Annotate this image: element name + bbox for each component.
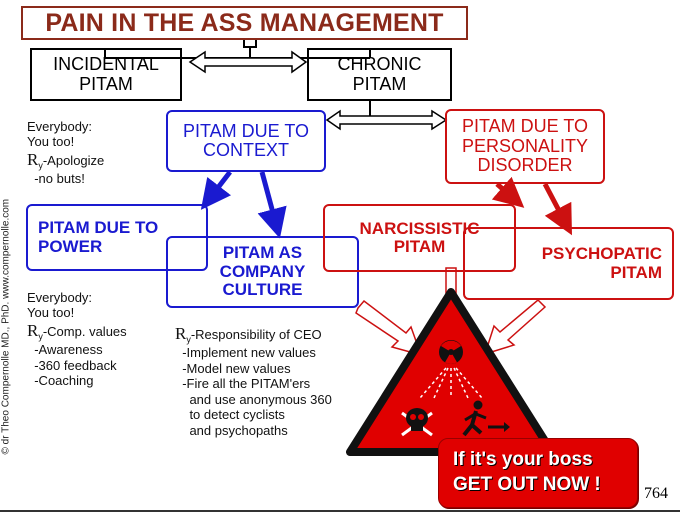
arrow-context-power — [200, 170, 232, 210]
boss-line2: GET OUT NOW ! — [453, 474, 601, 495]
skull-icon — [401, 408, 433, 437]
culture-label-line3: CULTURE — [222, 280, 303, 300]
power-notes: Everybody:You too!Ry-Comp. values -Aware… — [27, 289, 127, 389]
hollow-arrow-right — [483, 298, 547, 356]
rx-symbol: R — [175, 323, 187, 343]
chronic-label-line1: CHRONIC — [337, 54, 422, 75]
note-line: -Apologize — [42, 152, 105, 168]
note-line: Everybody: — [27, 118, 93, 134]
incidental-notes: Everybody:You too!Ry-Apologize -no buts! — [27, 118, 105, 187]
culture-notes: Ry-Responsibility of CEO -Implement new … — [175, 323, 332, 438]
rx-symbol: R — [27, 149, 39, 169]
boss-warning-callout: If it's your boss GET OUT NOW ! — [438, 438, 638, 508]
note-line: -360 feedback — [27, 357, 117, 373]
narcissistic-label-line1: NARCISSISTIC — [359, 218, 480, 238]
hollow-arrow-left — [355, 299, 423, 357]
personality-label-line1: PITAM DUE TO — [461, 116, 588, 137]
note-line: -Awareness — [27, 342, 103, 358]
running-man-icon — [462, 400, 510, 437]
bottom-divider — [0, 510, 680, 512]
chronic-label-line2: PITAM — [352, 73, 407, 94]
context-label-line1: PITAM DUE TO — [182, 120, 310, 141]
culture-label-line2: COMPANY — [219, 261, 306, 281]
double-arrow-context-personality — [325, 109, 448, 131]
double-arrow-incidental-chronic — [188, 50, 308, 74]
psychopathic-label-line2: PITAM — [610, 262, 662, 282]
note-line: and psychopaths — [175, 422, 288, 438]
note-line: -Responsibility of CEO — [190, 326, 322, 342]
note-line: Everybody: — [27, 289, 93, 305]
copyright-text: © dr Theo Compernolle MD., PhD. www.comp… — [0, 198, 12, 455]
note-line: -Coaching — [27, 373, 94, 389]
note-line: and use anonymous 360 — [175, 391, 332, 407]
power-label-line1: PITAM DUE TO — [38, 218, 159, 238]
note-line: -Model new values — [175, 360, 291, 376]
incidental-label-line1: INCIDENTAL — [53, 54, 159, 75]
note-line: -no buts! — [27, 171, 85, 187]
note-line: to detect cyclists — [175, 407, 285, 423]
power-label-line2: POWER — [38, 236, 103, 256]
boss-line1: If it's your boss — [453, 449, 593, 471]
arrow-personality-narcissistic — [491, 176, 525, 208]
note-line: -Comp. values — [42, 323, 127, 339]
incidental-label-line2: PITAM — [79, 73, 133, 94]
note-line: You too! — [27, 305, 75, 321]
radiation-icon — [439, 340, 463, 364]
note-line: You too! — [27, 134, 75, 150]
page-title: PAIN IN THE ASS MANAGEMENT — [21, 6, 468, 40]
personality-label-line3: DISORDER — [477, 155, 573, 176]
note-line: -Fire all the PITAM'ers — [175, 376, 311, 392]
culture-label-line1: PITAM AS — [222, 243, 303, 263]
note-line: -Implement new values — [175, 344, 316, 360]
narcissistic-label-line2: PITAM — [393, 237, 446, 256]
personality-label-line2: PERSONALITY — [461, 135, 589, 156]
rx-symbol: R — [27, 320, 39, 340]
slide-number: 764 — [644, 485, 668, 502]
arrow-personality-psychopathic — [542, 182, 572, 236]
psychopathic-label-line1: PSYCHOPATIC — [541, 244, 662, 264]
arrow-context-culture — [257, 171, 287, 239]
context-label-line2: CONTEXT — [202, 140, 289, 160]
